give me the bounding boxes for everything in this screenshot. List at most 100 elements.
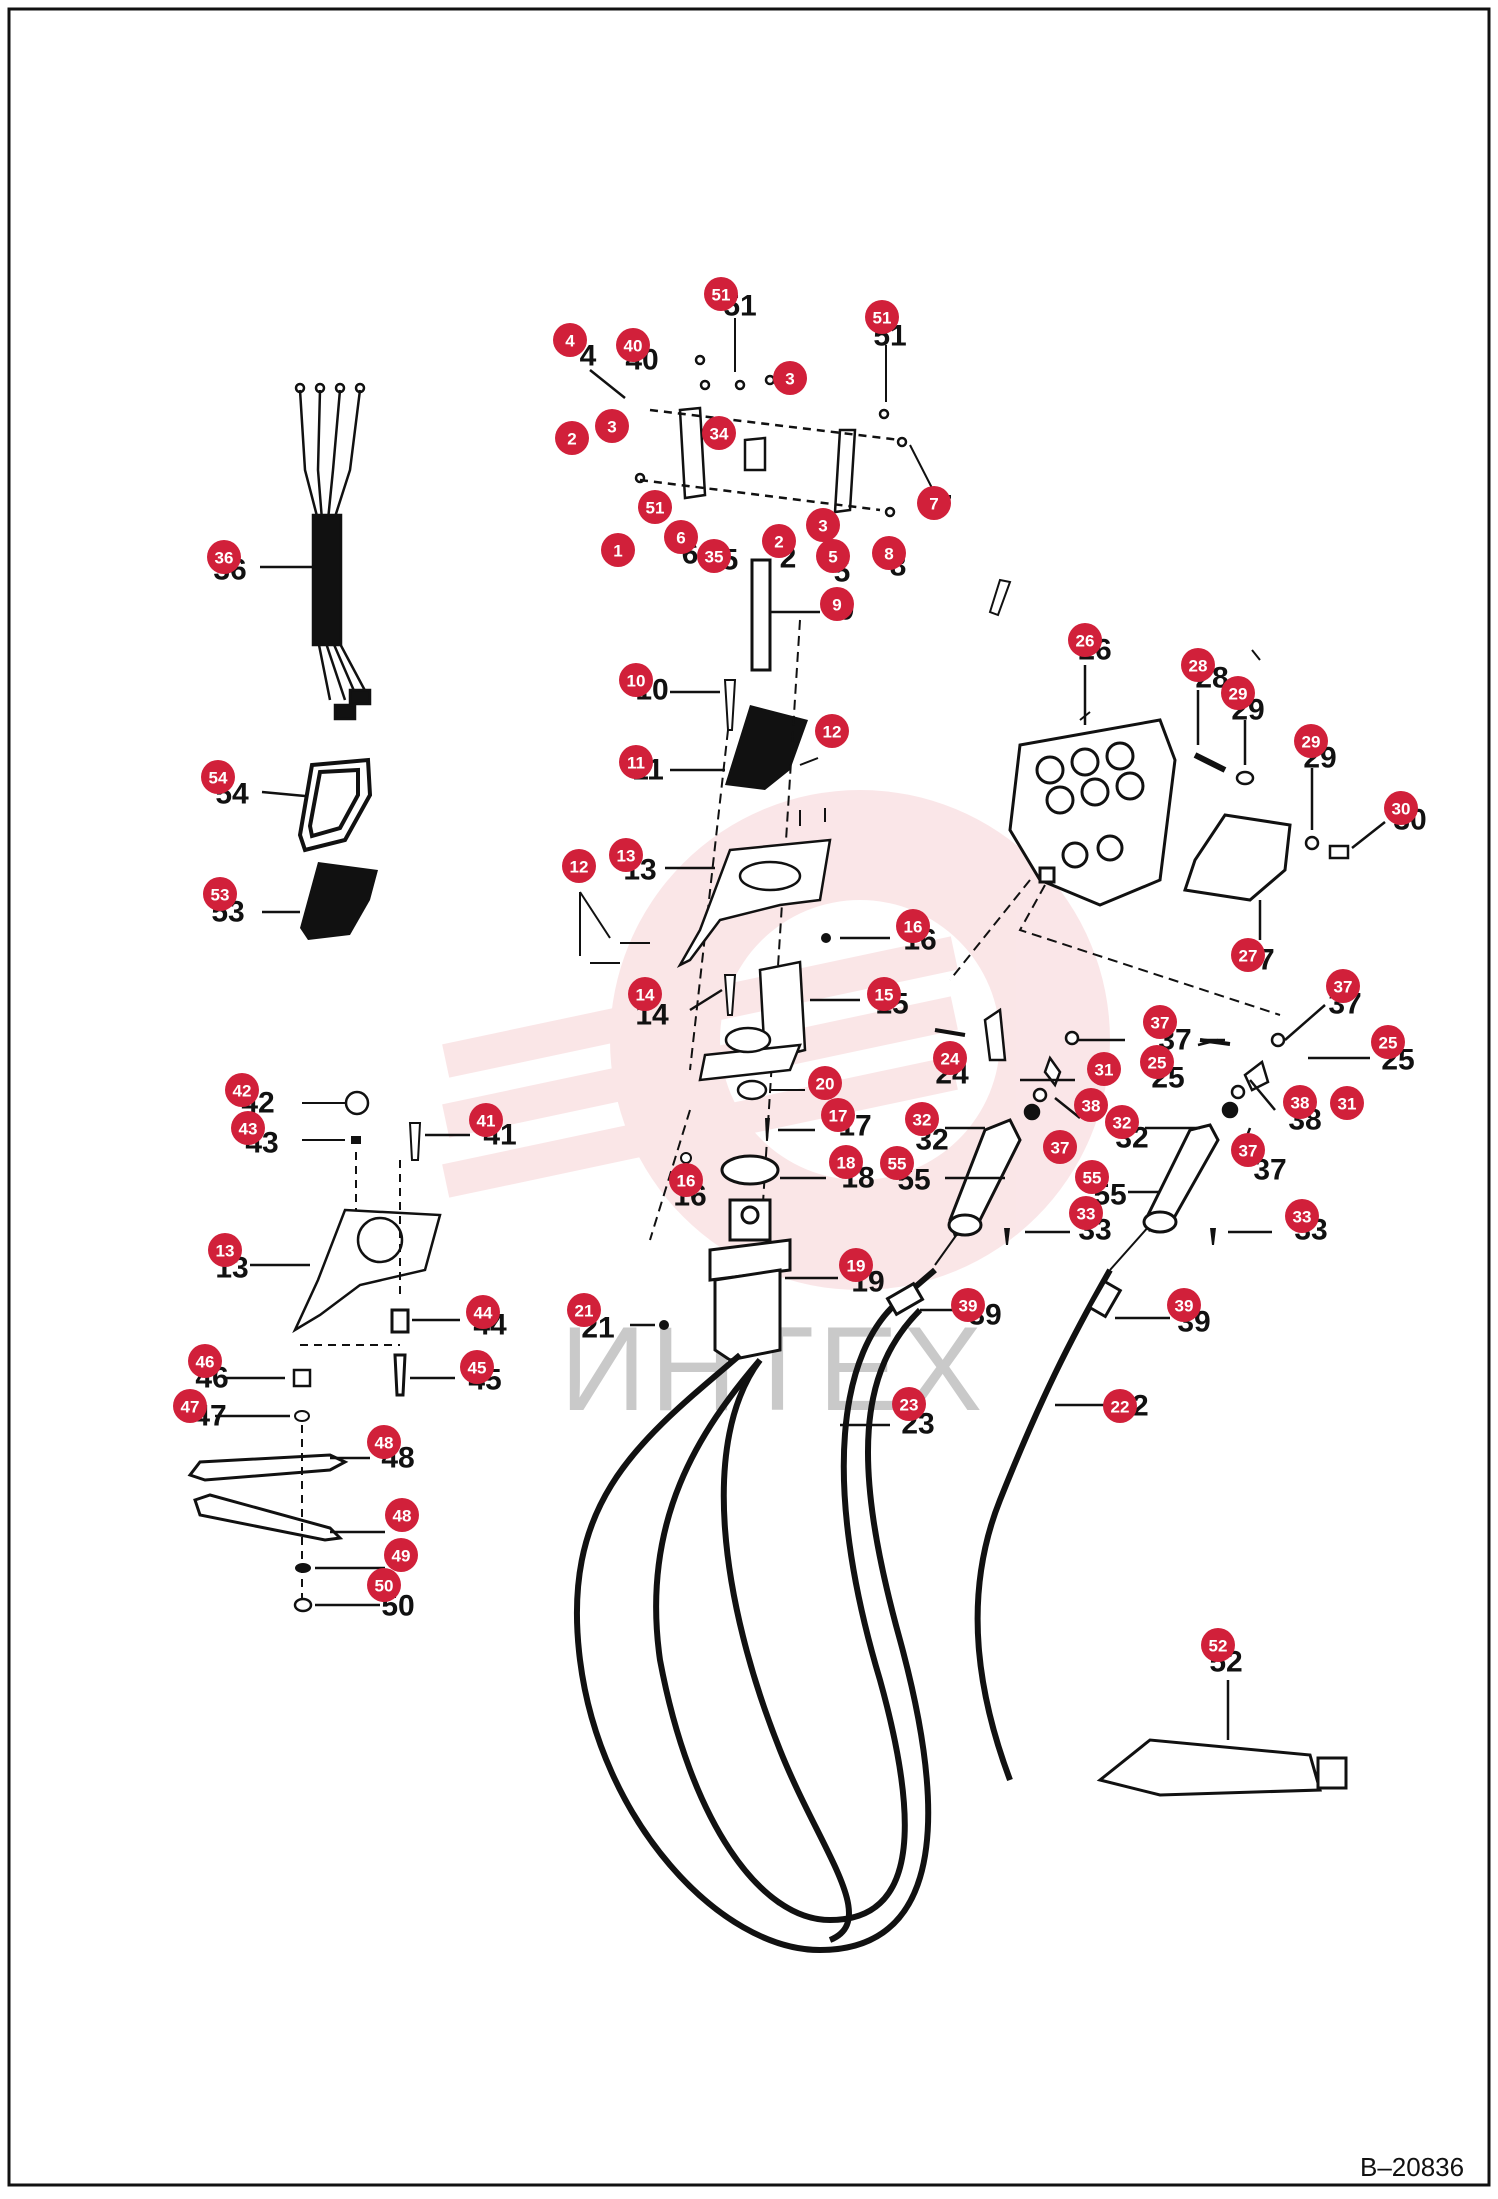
part-callout[interactable]: 33 [1069,1196,1103,1230]
part-callout[interactable]: 21 [567,1293,601,1327]
part-callout[interactable]: 38 [1283,1085,1317,1119]
callout-badge [1326,969,1360,1003]
part-callout[interactable]: 50 [367,1568,401,1602]
part-callout[interactable]: 6 [664,520,698,554]
part-callout[interactable]: 51 [638,490,672,524]
callout-badge [1201,1628,1235,1662]
part-callout[interactable]: 18 [829,1145,863,1179]
part-callout[interactable]: 25 [1371,1025,1405,1059]
part-callout[interactable]: 37 [1043,1130,1077,1164]
part-callout[interactable]: 36 [207,540,241,574]
part-callout[interactable]: 32 [905,1102,939,1136]
part-callout[interactable]: 53 [203,877,237,911]
part-callout[interactable]: 8 [872,536,906,570]
cable-guide-tubes [947,1118,1220,1237]
part-callout[interactable]: 22 [1103,1389,1137,1423]
part-callout[interactable]: 1 [601,533,635,567]
part-callout[interactable]: 29 [1294,724,1328,758]
part-callout[interactable]: 12 [562,849,596,883]
part-callout[interactable]: 13 [609,838,643,872]
callout-number: 43 [239,1120,258,1139]
part-callout[interactable]: 3 [595,409,629,443]
part-callout[interactable]: 44 [466,1295,500,1329]
part-callout[interactable]: 28 [1181,648,1215,682]
callout-number: 11 [627,754,645,773]
callout-badge [188,1344,222,1378]
part-callout[interactable]: 37 [1143,1005,1177,1039]
callout-number: 45 [468,1359,487,1378]
callout-number: 46 [196,1353,215,1372]
part-callout[interactable]: 52 [1201,1628,1235,1662]
part-callout[interactable]: 17 [821,1098,855,1132]
part-callout[interactable]: 41 [469,1103,503,1137]
part-callout[interactable]: 24 [933,1041,967,1075]
part-callout[interactable]: 35 [697,539,731,573]
part-callout[interactable]: 43 [231,1111,265,1145]
part-callout[interactable]: 48 [385,1498,419,1532]
part-callout[interactable]: 48 [367,1425,401,1459]
part-callout[interactable]: 51 [865,300,899,334]
callout-number: 9 [832,596,841,615]
part-callout[interactable]: 3 [806,508,840,542]
part-callout[interactable]: 39 [1167,1288,1201,1322]
part-callout[interactable]: 49 [384,1538,418,1572]
part-callout[interactable]: 10 [619,663,653,697]
part-callout[interactable]: 12 [815,714,849,748]
part-callout[interactable]: 51 [704,277,738,311]
callout-badge [865,300,899,334]
part-callout[interactable]: 54 [201,760,235,794]
part-callout[interactable]: 4 [553,323,587,357]
part-callout[interactable]: 14 [628,977,662,1011]
part-callout[interactable]: 11 [619,745,653,779]
part-callout[interactable]: 47 [173,1389,207,1423]
part-callout[interactable]: 38 [1074,1088,1108,1122]
callout-badge [872,536,906,570]
callout-number: 55 [1083,1169,1102,1188]
part-callout[interactable]: 16 [669,1163,703,1197]
callout-number: 39 [959,1297,978,1316]
part-callout[interactable]: 33 [1285,1199,1319,1233]
part-callout[interactable]: 42 [225,1073,259,1107]
callout-number: 37 [1051,1139,1070,1158]
part-callout[interactable]: 31 [1330,1086,1364,1120]
callout-number: 55 [888,1155,907,1174]
callout-number: 2 [774,533,783,552]
part-callout[interactable]: 37 [1326,969,1360,1003]
part-callout[interactable]: 55 [1075,1160,1109,1194]
part-callout[interactable]: 19 [839,1248,873,1282]
part-callout[interactable]: 26 [1068,623,1102,657]
part-callout[interactable]: 3 [773,361,807,395]
part-callout[interactable]: 7 [917,486,951,520]
callout-badge [1384,791,1418,825]
callout-badge [619,745,653,779]
part-callout[interactable]: 31 [1087,1052,1121,1086]
part-callout[interactable]: 23 [892,1387,926,1421]
callout-badge [669,1163,703,1197]
part-callout[interactable]: 2 [555,421,589,455]
part-callout[interactable]: 37 [1231,1133,1265,1167]
part-callout[interactable]: 40 [616,328,650,362]
part-callout[interactable]: 29 [1221,676,1255,710]
part-callout[interactable]: 55 [880,1146,914,1180]
part-callout[interactable]: 39 [951,1288,985,1322]
part-callout[interactable]: 32 [1105,1105,1139,1139]
callout-number: 16 [904,918,923,937]
part-callout[interactable]: 45 [460,1350,494,1384]
part-callout[interactable]: 25 [1140,1045,1174,1079]
part-callout[interactable]: 13 [208,1233,242,1267]
part-callout[interactable]: 46 [188,1344,222,1378]
part-callout[interactable]: 9 [820,587,854,621]
callout-badge [880,1146,914,1180]
part-callout[interactable]: 27 [1231,938,1265,972]
part-callout[interactable]: 20 [808,1066,842,1100]
part-callout[interactable]: 16 [896,909,930,943]
part-callout[interactable]: 2 [762,524,796,558]
part-callout[interactable]: 30 [1384,791,1418,825]
callout-badge [385,1498,419,1532]
part-callout[interactable]: 5 [816,539,850,573]
callout-number: 29 [1229,685,1248,704]
callout-badge [773,361,807,395]
callout-number: 14 [636,986,655,1005]
part-callout[interactable]: 34 [702,416,736,450]
part-callout[interactable]: 15 [867,977,901,1011]
